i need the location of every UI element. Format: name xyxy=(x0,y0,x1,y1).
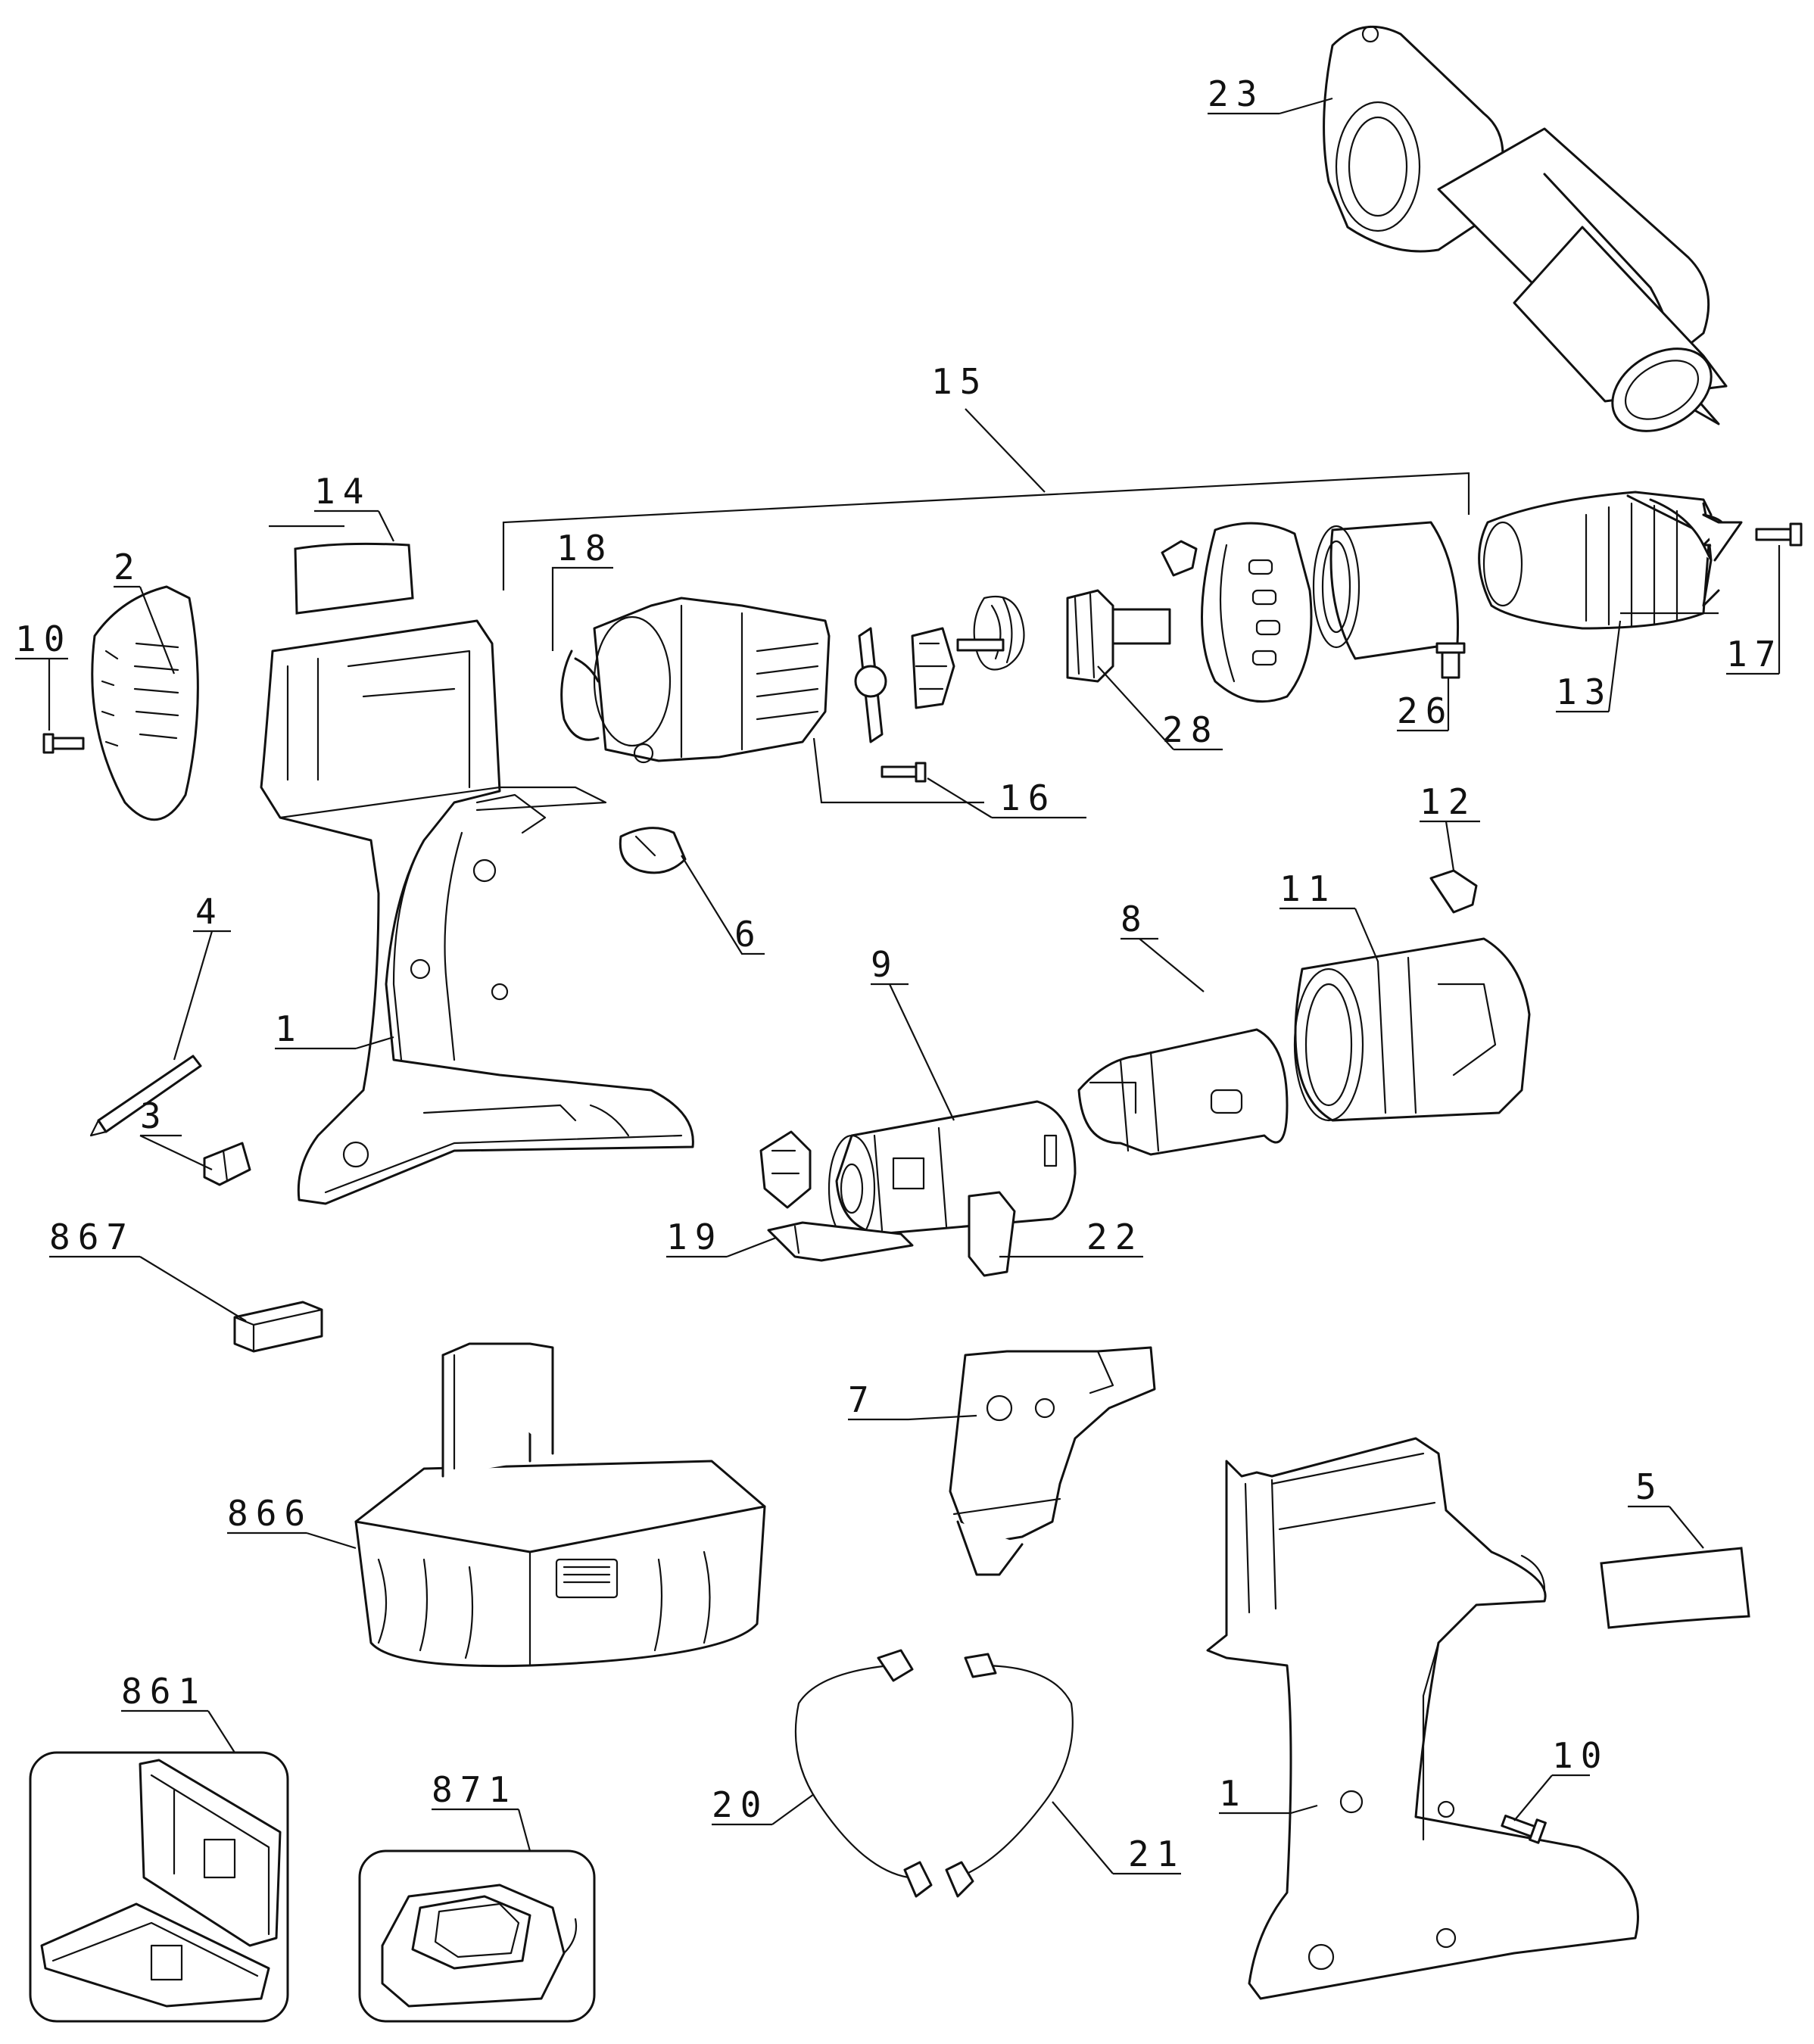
callout-871: 871 xyxy=(432,1769,517,1810)
part-12-clip xyxy=(1429,869,1478,914)
callout-4: 4 xyxy=(195,891,224,932)
part-15-sleeve xyxy=(1312,521,1460,660)
part-5-label xyxy=(1600,1547,1750,1629)
callout-19: 19 xyxy=(666,1217,723,1257)
callout-26: 26 xyxy=(1397,690,1454,731)
part-9-brush-block xyxy=(759,1130,812,1209)
callout-3: 3 xyxy=(140,1095,169,1136)
callout-5: 5 xyxy=(1635,1466,1664,1507)
part-14-label xyxy=(294,542,414,615)
part-3-belt-clip xyxy=(203,1142,251,1186)
callout-23: 23 xyxy=(1208,73,1264,114)
part-16-screw xyxy=(881,762,927,783)
callout-15: 15 xyxy=(931,361,988,402)
part-7-switch xyxy=(949,1346,1156,1576)
part-1-housing-left xyxy=(260,619,694,1205)
callout-9: 9 xyxy=(871,944,899,985)
callout-867: 867 xyxy=(49,1217,135,1257)
callout-13: 13 xyxy=(1556,671,1613,712)
callout-21: 21 xyxy=(1128,1834,1185,1874)
callout-10a: 10 xyxy=(15,618,72,659)
callout-10b: 10 xyxy=(1552,1735,1609,1776)
part-867-pad xyxy=(233,1301,323,1353)
part-23-side-handle xyxy=(1323,25,1728,432)
callout-28: 28 xyxy=(1162,709,1219,750)
part-2-end-cap xyxy=(91,585,199,821)
callout-11: 11 xyxy=(1279,868,1336,909)
callout-861: 861 xyxy=(121,1671,207,1712)
part-4-bit xyxy=(89,1055,202,1137)
part-17-screw xyxy=(1755,522,1803,547)
callout-22: 22 xyxy=(1086,1217,1143,1257)
part-9-motor xyxy=(828,1100,1077,1243)
callout-6: 6 xyxy=(734,914,763,955)
part-18-ring xyxy=(560,650,600,741)
part-1-housing-right xyxy=(1206,1437,1639,2000)
part-6-button xyxy=(619,827,687,874)
callout-14: 14 xyxy=(314,471,371,512)
callout-7: 7 xyxy=(848,1379,877,1420)
part-10-screw-right xyxy=(1501,1815,1547,1844)
part-20-wire xyxy=(794,1649,933,1898)
callout-2: 2 xyxy=(114,547,142,587)
callout-12: 12 xyxy=(1420,781,1476,822)
part-10-screw-left xyxy=(42,733,85,754)
part-13-chuck xyxy=(1478,491,1743,630)
part-866-battery xyxy=(354,1342,766,1668)
part-8-shroud xyxy=(1077,1028,1289,1156)
callout-18: 18 xyxy=(556,528,613,569)
callout-20: 20 xyxy=(712,1784,768,1825)
callout-866: 866 xyxy=(227,1493,313,1534)
part-871-charger xyxy=(358,1849,596,2023)
part-11-housing xyxy=(1293,937,1531,1122)
part-19-bracket xyxy=(767,1221,914,1262)
callout-8: 8 xyxy=(1121,899,1149,939)
part-26-screw xyxy=(1435,642,1466,679)
callout-16: 16 xyxy=(999,777,1056,818)
part-15-clutch-collar xyxy=(1161,522,1313,703)
part-861-kit-box xyxy=(29,1751,289,2023)
callout-17: 17 xyxy=(1726,634,1783,675)
part-15-gear-train xyxy=(854,589,1171,743)
part-21-wire xyxy=(945,1653,1074,1898)
callout-1b: 1 xyxy=(1219,1773,1248,1814)
part-22-clip xyxy=(968,1191,1016,1277)
callout-1a: 1 xyxy=(275,1008,304,1049)
part-15-gear-case xyxy=(593,597,831,764)
